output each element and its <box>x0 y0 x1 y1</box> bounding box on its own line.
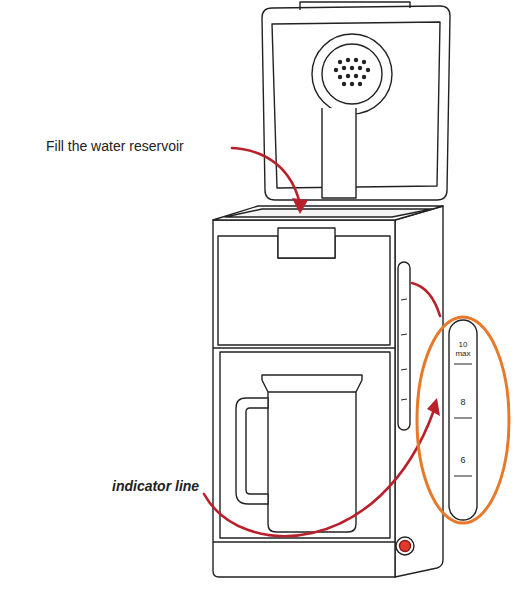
zoom-ellipse <box>417 317 509 523</box>
water-indicator <box>398 262 410 430</box>
zoom-leader <box>412 283 440 316</box>
indicator-ticks <box>401 299 407 400</box>
shower-holes <box>334 58 370 86</box>
shower-head <box>312 34 392 114</box>
carafe-handle <box>236 398 268 504</box>
body-front <box>213 220 395 577</box>
scale-mark: 6 <box>451 456 475 465</box>
scale-tick <box>454 364 472 365</box>
reservoir-tab <box>278 228 335 258</box>
scale-tick <box>454 476 472 477</box>
arrow-head <box>292 198 308 214</box>
base-line <box>213 541 395 542</box>
reservoir-arrow <box>232 148 300 204</box>
divider <box>213 347 395 348</box>
power-switch-ring <box>396 537 414 555</box>
arrow-heads <box>292 198 440 416</box>
scale-mark: 10 max <box>451 340 475 358</box>
shower-head-ring <box>322 44 382 104</box>
lid-hinge <box>300 2 410 10</box>
indicator-label: indicator line <box>112 478 199 494</box>
scale-tick <box>454 418 472 419</box>
carafe-rim <box>268 391 356 392</box>
reservoir-opening <box>225 209 432 217</box>
top-rim <box>213 206 443 220</box>
leader-lines <box>204 148 440 536</box>
indicator-window <box>449 320 477 520</box>
carafe <box>262 375 362 532</box>
lid <box>262 6 450 200</box>
indicator-arrow <box>204 410 434 536</box>
zoom-callout: 10 max 8 6 <box>414 314 512 526</box>
arrow-head <box>427 398 440 416</box>
scale-mark: 8 <box>451 398 475 407</box>
power-switch <box>400 541 411 552</box>
instruction-label: Fill the water reservoir <box>46 138 184 154</box>
coffee-maker <box>213 2 450 577</box>
water-spout <box>322 108 356 198</box>
